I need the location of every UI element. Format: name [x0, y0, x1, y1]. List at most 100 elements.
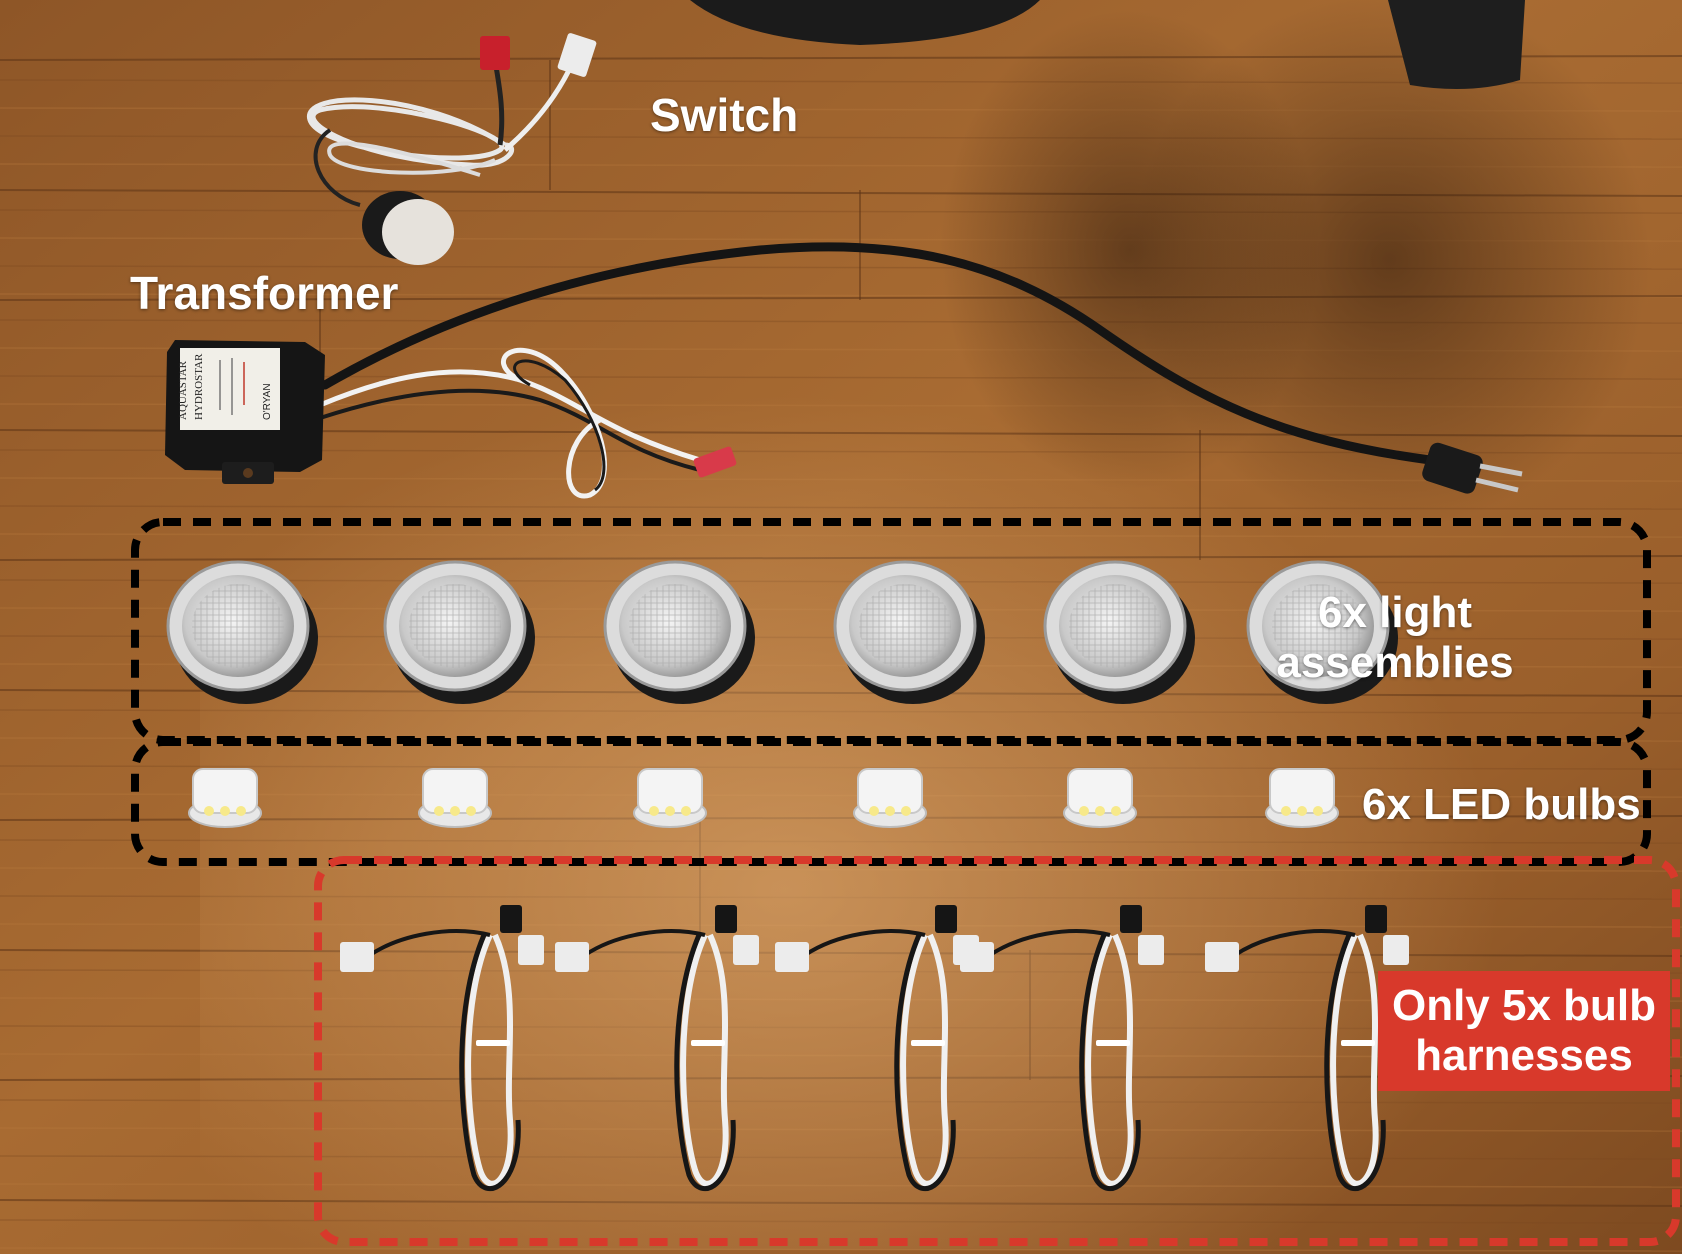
bulb-led-chip: [434, 806, 444, 816]
harness-wire-black: [459, 934, 521, 1192]
bulb-led-chip: [665, 806, 675, 816]
led-bulb: [1265, 768, 1339, 828]
light-assemblies-label-line-2: assemblies: [1276, 637, 1514, 687]
light-lens-pattern: [1272, 584, 1364, 668]
harness-white-connector: [1205, 942, 1239, 972]
transformer-wire-black: [319, 388, 701, 472]
harness-zip-tie: [476, 1040, 510, 1046]
harness-wire-black: [1079, 934, 1141, 1192]
bulb-harness: [555, 905, 759, 1192]
harness-white-plug: [1138, 935, 1164, 965]
bulb-harness: [960, 905, 1164, 1192]
light-lens-pattern: [192, 584, 284, 668]
mount-hole: [243, 468, 253, 478]
chair-base-left: [690, 0, 1040, 45]
bulb-harness: [775, 905, 979, 1192]
transformer-label-sticker: [180, 348, 280, 430]
power-plug-body: [1422, 442, 1483, 494]
transformer-wire-loop-black: [513, 359, 606, 492]
bulb-led-chip: [1095, 806, 1105, 816]
bulb-led-chip: [901, 806, 911, 816]
led-bulb: [418, 768, 492, 828]
harness-lead: [803, 929, 926, 957]
harness-wire-white: [900, 933, 949, 1187]
light-assembly: [1043, 560, 1195, 704]
transformer-label: Transformer: [130, 267, 399, 319]
led-bulb: [633, 768, 707, 828]
harness-label-line-2: harnesses: [1415, 1031, 1633, 1080]
bulb-led-chip: [1297, 806, 1307, 816]
bulbs-callout-outline: [131, 738, 1651, 866]
transformer-maker-text: O'RYAN: [262, 383, 273, 420]
chair-leg-right: [1388, 0, 1525, 89]
harness-lead: [368, 929, 491, 957]
bulb-led-chip: [236, 806, 246, 816]
harness-zip-tie: [691, 1040, 725, 1046]
harness-zip-tie: [1096, 1040, 1130, 1046]
harness-wire-black: [674, 934, 736, 1192]
harness-lead: [583, 929, 706, 957]
light-lens-pattern: [409, 584, 501, 668]
bulb-harnesses-row: [340, 905, 1409, 1192]
light-lens-pattern: [859, 584, 951, 668]
harness-wire-white: [1085, 933, 1134, 1187]
transformer-brand-text: AQUASTAR: [177, 360, 189, 420]
bulb-led-chip: [649, 806, 659, 816]
led-bulbs-row: [188, 768, 1339, 828]
led-bulb: [1063, 768, 1137, 828]
harness-white-connector: [960, 942, 994, 972]
led-bulbs-label: 6x LED bulbs: [1362, 780, 1641, 829]
bulb-harness: [1205, 905, 1409, 1192]
plug-prong-2: [1475, 477, 1519, 493]
harness-white-connector: [340, 942, 374, 972]
bulb-led-chip: [1313, 806, 1323, 816]
bulb-led-chip: [681, 806, 691, 816]
white-connector: [557, 33, 597, 77]
light-assembly: [383, 560, 535, 704]
harness-black-socket: [500, 905, 522, 933]
harness-wire-white: [1330, 933, 1379, 1187]
harness-wire-white: [680, 933, 729, 1187]
bulb-led-chip: [885, 806, 895, 816]
harness-label-box: Only 5x bulb harnesses: [1378, 971, 1670, 1091]
bulb-led-chip: [220, 806, 230, 816]
transformer-assembly: AQUASTAR HYDROSTAR O'RYAN: [165, 242, 1523, 499]
bulb-led-chip: [1079, 806, 1089, 816]
bulb-led-chip: [869, 806, 879, 816]
harness-zip-tie: [911, 1040, 945, 1046]
bulb-led-chip: [1281, 806, 1291, 816]
switch-wire-coil-2: [327, 141, 496, 177]
harness-wire-black: [894, 934, 956, 1192]
led-bulb: [853, 768, 927, 828]
harness-black-socket: [1120, 905, 1142, 933]
harness-callout-outline: [314, 856, 1680, 1246]
bulb-led-chip: [466, 806, 476, 816]
harness-white-connector: [555, 942, 589, 972]
harness-white-plug: [733, 935, 759, 965]
harness-label-line-1: Only 5x bulb: [1391, 981, 1657, 1031]
bulb-led-chip: [1111, 806, 1121, 816]
red-spade-connector: [693, 446, 737, 478]
light-assemblies-label: 6x light assemblies: [1265, 588, 1525, 687]
light-assemblies-label-line-1: 6x light: [1317, 588, 1473, 637]
harness-white-plug: [518, 935, 544, 965]
light-assembly: [603, 560, 755, 704]
switch-label: Switch: [650, 89, 799, 141]
switch-wire-to-button: [313, 128, 361, 207]
switch-button-cap: [382, 199, 454, 265]
light-assembly: [1246, 560, 1398, 704]
harness-white-connector: [775, 942, 809, 972]
light-lens-pattern: [1069, 584, 1161, 668]
bulb-led-chip: [450, 806, 460, 816]
harness-black-socket: [715, 905, 737, 933]
harness-lead: [1233, 929, 1356, 957]
power-cord: [320, 242, 1435, 465]
light-lens-pattern: [629, 584, 721, 668]
switch-assembly: [307, 33, 597, 265]
harness-zip-tie: [1341, 1040, 1375, 1046]
bulb-led-chip: [204, 806, 214, 816]
led-bulb: [188, 768, 262, 828]
transformer-model-text: HYDROSTAR: [193, 353, 205, 420]
harness-lead: [988, 929, 1111, 957]
